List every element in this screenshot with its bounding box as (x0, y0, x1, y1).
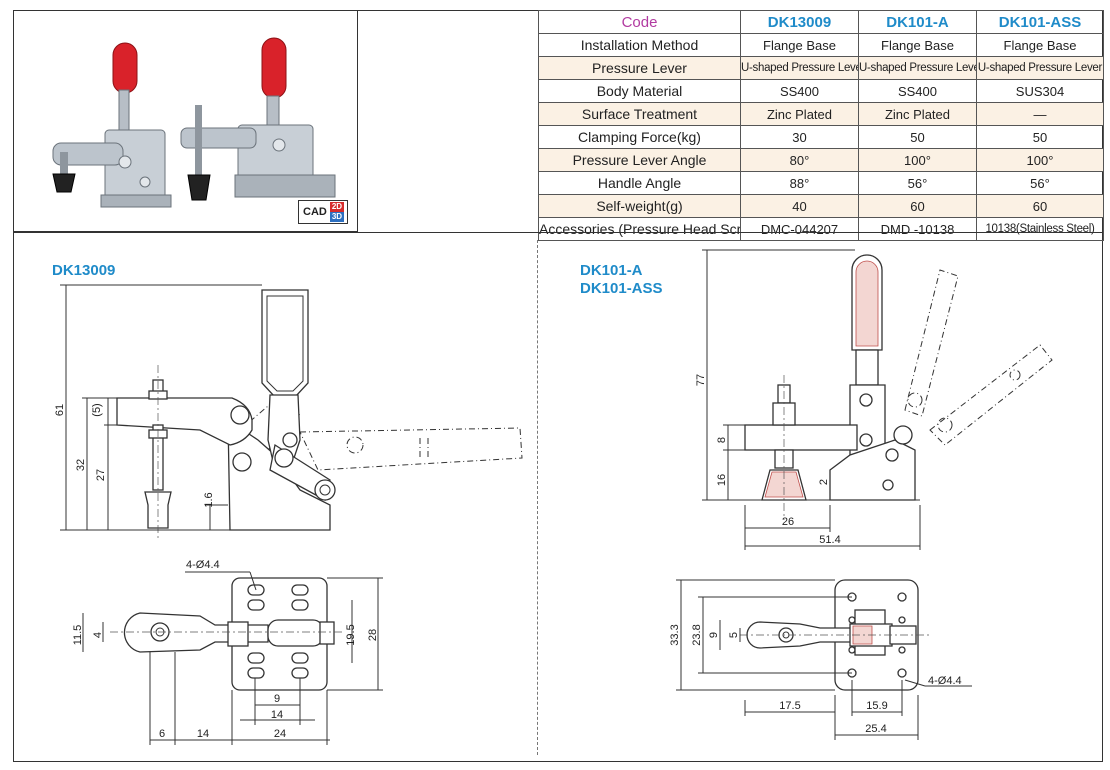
spec-cell: 60 (976, 194, 1104, 218)
dim-left-5: (5) (91, 403, 103, 416)
spec-cell: — (976, 102, 1104, 126)
spec-cell: 100° (858, 148, 977, 172)
dim-right-23-8: 23.8 (691, 624, 703, 645)
dim-right-8: 8 (716, 437, 728, 443)
right-side-view (702, 249, 1053, 550)
dim-right-2: 2 (818, 479, 830, 485)
cad-badge[interactable]: CAD 2D 3D (298, 200, 348, 224)
dim-left-1-6: 1.6 (203, 492, 215, 507)
section-divider (13, 232, 1103, 233)
spec-row-label: Surface Treatment (538, 102, 741, 126)
left-top-view (82, 571, 383, 745)
left-side-view (60, 284, 523, 540)
dim-left-27: 27 (95, 469, 107, 481)
dim-left-32: 32 (75, 459, 87, 471)
spec-cell: Flange Base (976, 33, 1104, 57)
dim-right-5: 5 (728, 632, 740, 638)
dim-left-9: 9 (274, 693, 280, 705)
dim-right-15-9: 15.9 (866, 700, 887, 712)
spec-cell: SS400 (858, 79, 977, 103)
dim-left-11-5: 11.5 (72, 625, 84, 646)
right-model-label-b: DK101-ASS (580, 280, 663, 297)
dim-left-28: 28 (367, 629, 379, 641)
clamp-photo-2 (180, 37, 336, 201)
dim-right-9: 9 (708, 632, 720, 638)
spec-cell: 30 (740, 125, 859, 149)
dim-left-14a: 14 (271, 709, 283, 721)
spec-cell: 40 (740, 194, 859, 218)
dim-left-hole: 4-Ø4.4 (186, 559, 220, 571)
dim-right-17-5: 17.5 (779, 700, 800, 712)
dim-right-33-3: 33.3 (669, 624, 681, 645)
right-top-view (676, 579, 972, 740)
dim-left-61: 61 (54, 404, 66, 416)
cad-3d-tag: 3D (329, 212, 345, 222)
dim-right-25-4: 25.4 (865, 723, 886, 735)
dim-right-51-4: 51.4 (819, 534, 840, 546)
spec-cell: U-shaped Pressure Lever (976, 56, 1104, 80)
cad-text: CAD (303, 206, 327, 218)
drawing-separator (537, 240, 538, 755)
left-model-label: DK13009 (52, 262, 116, 279)
model-header-3: DK101-ASS (976, 10, 1104, 34)
spec-table: Code DK13009 DK101-A DK101-ASS Installat… (538, 10, 1104, 241)
dim-left-24: 24 (274, 728, 286, 740)
spec-row-label: Installation Method (538, 33, 741, 57)
spec-cell: Zinc Plated (858, 102, 977, 126)
dim-right-77: 77 (695, 374, 707, 386)
dim-left-19-5: 19.5 (345, 624, 357, 645)
dim-left-6: 6 (159, 728, 165, 740)
spec-row-label: Clamping Force(kg) (538, 125, 741, 149)
spec-cell: U-shaped Pressure Lever (740, 56, 859, 80)
spec-row-label: Self-weight(g) (538, 194, 741, 218)
product-photo-panel: CAD 2D 3D (13, 10, 358, 232)
right-model-label-a: DK101-A (580, 262, 643, 279)
model-header-2: DK101-A (858, 10, 977, 34)
dim-right-hole: 4-Ø4.4 (928, 675, 962, 687)
spec-cell: Zinc Plated (740, 102, 859, 126)
spec-cell: 60 (858, 194, 977, 218)
dim-left-14b: 14 (197, 728, 209, 740)
clamp-photo-1 (52, 42, 172, 208)
dim-left-4: 4 (92, 632, 104, 638)
dim-right-16: 16 (716, 474, 728, 486)
spec-row-label: Pressure Lever Angle (538, 148, 741, 172)
spec-cell: SUS304 (976, 79, 1104, 103)
product-photo (52, 37, 336, 208)
dim-right-26: 26 (782, 516, 794, 528)
cad-2d-tag: 2D (329, 202, 345, 212)
spec-cell: U-shaped Pressure Lever (858, 56, 977, 80)
